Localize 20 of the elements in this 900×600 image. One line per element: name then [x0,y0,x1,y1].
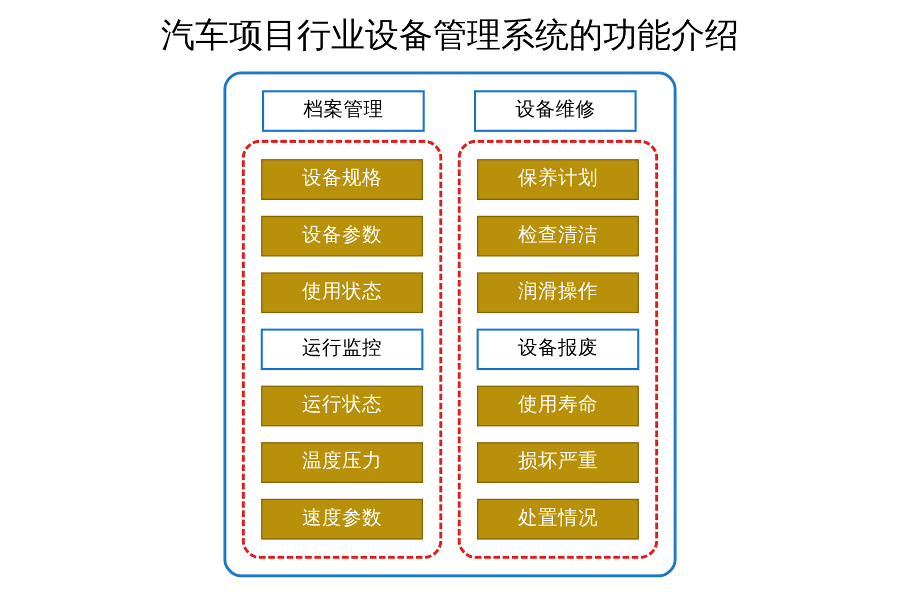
node-box: 损坏严重 [476,442,639,483]
node-box: 润滑操作 [476,272,639,314]
cluster [458,140,658,559]
node-box: 运行监控 [260,328,424,370]
node-box: 使用寿命 [476,386,639,426]
node-box: 设备维修 [474,90,637,132]
node-box: 运行状态 [261,386,424,426]
node-box: 档案管理 [262,90,425,132]
node-box: 设备参数 [261,216,424,257]
node-box: 处置情况 [476,498,639,540]
node-box: 设备报废 [476,328,640,370]
node-box: 温度压力 [261,442,424,483]
node-box: 保养计划 [476,159,639,200]
node-box: 检查清洁 [476,216,639,257]
node-box: 设备规格 [261,159,424,200]
cluster [223,71,677,578]
node-box: 速度参数 [261,498,424,540]
diagram-title: 汽车项目行业设备管理系统的功能介绍 [161,15,739,56]
node-box: 使用状态 [261,272,424,314]
cluster [242,140,442,559]
